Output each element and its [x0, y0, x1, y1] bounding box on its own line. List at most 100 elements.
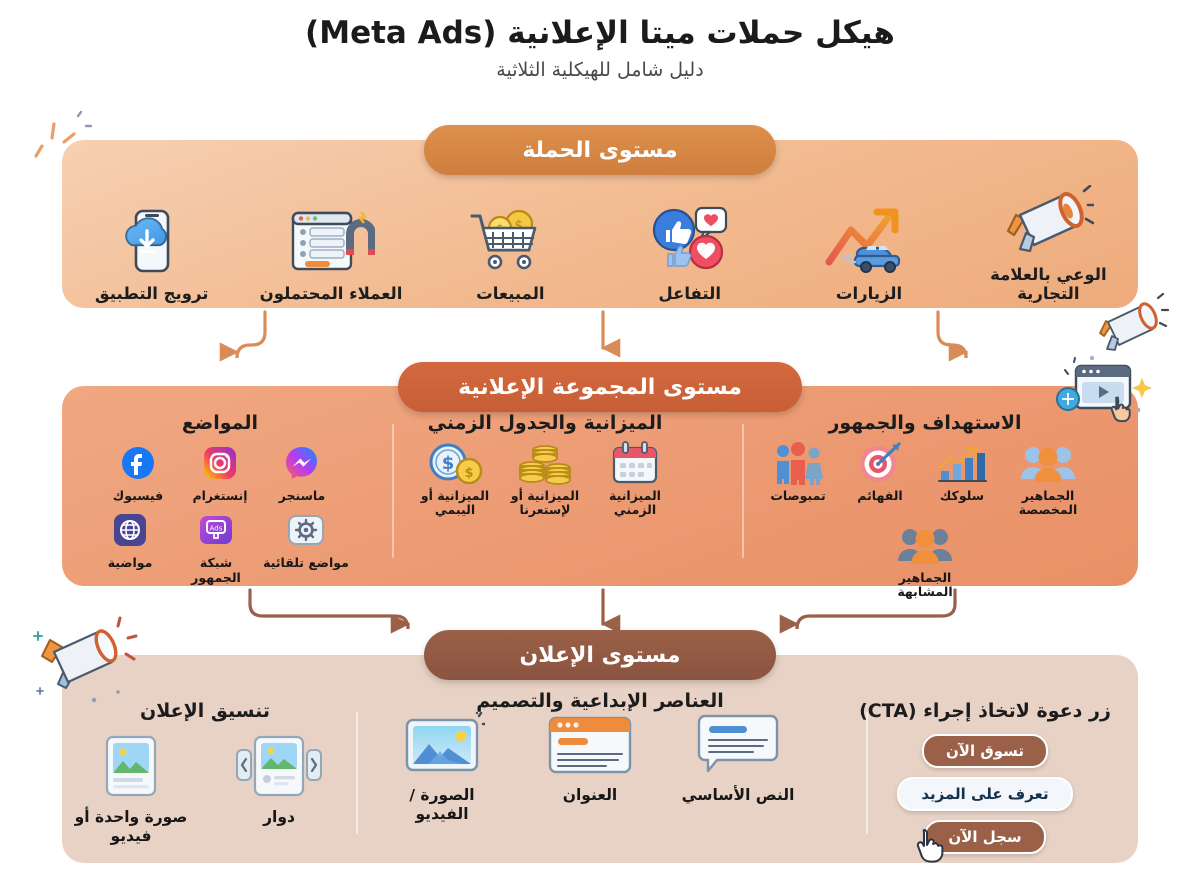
objective-leads[interactable]: العملاء المحتملون — [256, 203, 406, 304]
shopping-cart-coins-icon: $ $ — [435, 203, 585, 279]
cta-button-learn-more[interactable]: تعرف على المزيد — [897, 777, 1073, 811]
targeting-label: الجماهير المخصصة — [1018, 488, 1078, 518]
format-carousel[interactable]: دوار — [219, 730, 339, 845]
adset-divider-left — [392, 424, 394, 558]
placement-label: شبكة الجمهور — [191, 555, 241, 585]
targeting-custom-audience[interactable]: الجماهير المخصصة — [1005, 440, 1091, 518]
creative-primary-text[interactable]: النص الأساسي — [678, 708, 798, 823]
targeting-demographics[interactable]: تمبوصات — [759, 440, 837, 518]
targeting-interests[interactable]: الفهائم — [841, 440, 919, 518]
behavior-chart-icon — [923, 440, 1001, 486]
target-interests-icon — [841, 440, 919, 486]
targeting-label: تمبوصات — [770, 488, 826, 503]
coin-stacks-icon — [502, 440, 588, 486]
objective-label: المبيعات — [476, 284, 545, 304]
audience-network-globe-icon — [91, 507, 169, 553]
format-items: صورة واحدة أو فيديو — [71, 730, 339, 845]
targeting-label: سلوكك — [939, 488, 985, 503]
megaphone-decoration-right — [1092, 292, 1178, 366]
audience-network-icon: Ads — [173, 507, 259, 553]
image-video-icon — [382, 708, 502, 778]
adset-level-badge: مستوى المجموعة الإعلانية — [398, 362, 802, 412]
placement-automatic[interactable]: مواضع تلقائية — [263, 507, 349, 585]
facebook-icon — [99, 440, 177, 486]
ad-group-format: تنسيق الإعلان صورة واحدة أو فيديو — [70, 700, 340, 860]
cursor-hand-icon — [917, 829, 944, 863]
budget-daily[interactable]: $ $ الميزانية أو اليبمي — [412, 440, 498, 518]
budget-label: الميزانية أو اليبمي — [420, 488, 490, 518]
budget-schedule[interactable]: الميزانية الزمني — [592, 440, 678, 518]
adset-group-placements: المواضع فيسبوك — [70, 412, 370, 585]
megaphone-icon — [973, 184, 1123, 260]
format-label: دوار — [263, 808, 295, 826]
campaign-objectives-row: ترويج التطبيق — [62, 176, 1138, 304]
lookalike-audience-icon — [882, 522, 968, 568]
campaign-level-badge: مستوى الحملة — [424, 125, 776, 175]
adset-divider-right — [742, 424, 744, 558]
single-image-post-icon — [71, 730, 191, 800]
creative-image-video[interactable]: الصورة / الفيديو — [382, 708, 502, 823]
objective-brand-awareness[interactable]: الوعي بالعلامة التجارية — [973, 184, 1123, 304]
objective-label: الزيارات — [835, 284, 903, 304]
placement-audience-globe[interactable]: مواضية — [91, 507, 169, 585]
targeting-items: تمبوصات الفهائم — [720, 440, 1130, 600]
primary-text-bubble-icon — [678, 708, 798, 778]
cta-button-sign-up[interactable]: سجل الآن — [924, 820, 1046, 854]
group-title: تنسيق الإعلان — [140, 700, 271, 722]
format-single-image[interactable]: صورة واحدة أو فيديو — [71, 730, 191, 845]
creative-headline[interactable]: العنوان — [530, 708, 650, 823]
objective-label: العملاء المحتملون — [259, 284, 403, 304]
adset-group-targeting: الاستهداف والجمهور تمبوصات — [720, 412, 1130, 599]
placement-label: مواضع تلقائية — [263, 555, 349, 571]
placement-facebook[interactable]: فيسبوك — [99, 440, 177, 503]
ad-divider-right — [866, 712, 868, 834]
creative-section-title: العناصر الإبداعية والتصميم — [476, 690, 724, 712]
placement-label: إنستغرام — [192, 488, 248, 503]
ad-divider-left — [356, 712, 358, 834]
placement-audience-network[interactable]: Ads شبكة الجمهور — [173, 507, 259, 585]
megaphone-decoration-left — [22, 616, 152, 720]
objective-label: ترويج التطبيق — [94, 284, 209, 304]
sparkle-decoration-top-left — [28, 108, 98, 172]
adset-groups: المواضع فيسبوك — [70, 412, 1130, 599]
ad-group-creative: الصورة / الفيديو العنوان — [340, 700, 840, 860]
budget-lifetime[interactable]: الميزانية أو لإستعرنا — [502, 440, 588, 518]
creative-items: الصورة / الفيديو العنوان — [382, 708, 798, 823]
objective-app-promotion[interactable]: ترويج التطبيق — [77, 203, 227, 304]
objective-label: الوعي بالعلامة التجارية — [990, 265, 1107, 304]
demographics-people-icon — [759, 440, 837, 486]
traffic-growth-car-icon — [794, 203, 944, 279]
svg-text:Ads: Ads — [210, 525, 223, 533]
cta-button-shop-now[interactable]: تسوق الآن — [921, 734, 1049, 768]
ad-level-badge: مستوى الإعلان — [424, 630, 776, 680]
carousel-icon — [219, 730, 339, 800]
format-label: صورة واحدة أو فيديو — [74, 808, 188, 845]
ad-group-cta: زر دعوة لاتخاذ إجراء (CTA) تسوق الآن تعر… — [840, 700, 1130, 863]
targeting-label: الفهائم — [857, 488, 903, 503]
page-header: هيكل حملات ميتا الإعلانية (Meta Ads) دلي… — [0, 14, 1200, 81]
budget-label: الميزانية الزمني — [609, 488, 661, 518]
objective-sales[interactable]: $ $ المبيعات — [435, 203, 585, 304]
targeting-lookalike-audience[interactable]: الجماهير المشابهة — [882, 522, 968, 600]
creative-label: الصورة / الفيديو — [409, 786, 475, 823]
placement-label: ماسنجر — [278, 488, 326, 503]
creative-label: العنوان — [562, 786, 618, 804]
placement-messenger[interactable]: ماسنجر — [263, 440, 341, 503]
placement-instagram[interactable]: إنستغرام — [181, 440, 259, 503]
calendar-icon — [592, 440, 678, 486]
page-title: هيكل حملات ميتا الإعلانية (Meta Ads) — [305, 15, 895, 51]
lead-form-magnet-icon — [256, 203, 406, 279]
svg-text:$: $ — [515, 218, 524, 234]
dollar-coin-icon: $ $ — [412, 440, 498, 486]
ad-groups: تنسيق الإعلان صورة واحدة أو فيديو — [70, 700, 1130, 863]
targeting-behaviors[interactable]: سلوكك — [923, 440, 1001, 518]
group-title: الميزانية والجدول الزمني — [427, 412, 663, 434]
group-title: الاستهداف والجمهور — [828, 412, 1022, 434]
objective-traffic[interactable]: الزيارات — [794, 203, 944, 304]
budget-label: الميزانية أو لإستعرنا — [510, 488, 580, 518]
group-title: زر دعوة لاتخاذ إجراء (CTA) — [859, 700, 1111, 722]
messenger-icon — [263, 440, 341, 486]
objective-engagement[interactable]: التفاعل — [615, 203, 765, 304]
headline-browser-icon — [530, 708, 650, 778]
